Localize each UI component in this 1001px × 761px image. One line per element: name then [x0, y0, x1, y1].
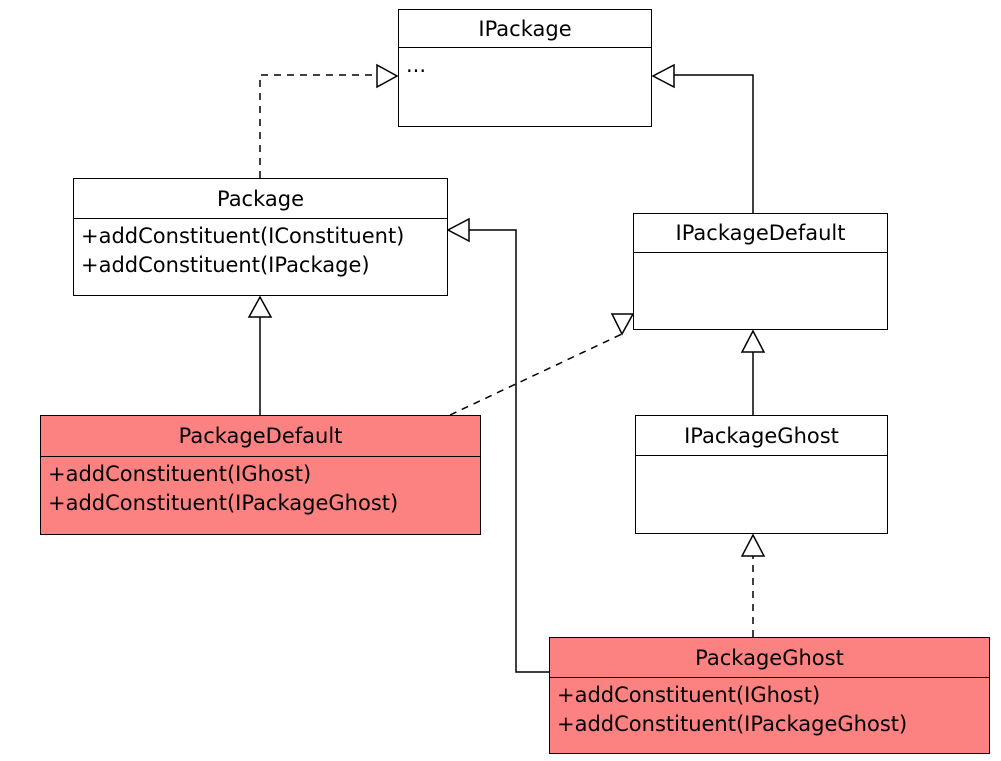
class-name: IPackageGhost — [636, 416, 887, 456]
class-name: IPackageDefault — [634, 214, 887, 253]
class-box-packagedefault: PackageDefault +addConstituent(IGhost) +… — [40, 415, 481, 535]
edge-realization-package-ipackage — [259, 63, 399, 178]
class-member: +addConstituent(IPackageGhost) — [48, 491, 399, 515]
class-box-ipackage: IPackage ... — [398, 9, 652, 127]
generalization-arrowhead — [446, 217, 470, 243]
class-box-ipackagedefault: IPackageDefault — [633, 213, 888, 330]
class-members — [636, 456, 887, 459]
edge-realization-packagedefault-ipackagedefault — [449, 313, 635, 416]
generalization-arrowhead — [247, 295, 273, 318]
class-members — [634, 253, 887, 256]
edge-generalization-packageghost-package — [446, 217, 549, 673]
generalization-arrowhead — [651, 63, 675, 89]
class-members: ... — [399, 48, 651, 80]
class-member: +addConstituent(IPackageGhost) — [557, 712, 908, 736]
edge-realization-packageghost-ipackageghost — [740, 533, 766, 637]
class-name: IPackage — [399, 10, 651, 48]
realization-arrowhead — [376, 63, 399, 89]
class-members: +addConstituent(IGhost) +addConstituent(… — [41, 457, 480, 518]
realization-arrowhead — [740, 533, 766, 557]
class-member: ... — [406, 53, 427, 77]
class-member: +addConstituent(IGhost) — [48, 462, 312, 486]
realization-arrowhead — [610, 313, 635, 336]
edge-generalization-ipackagedefault-ipackage — [651, 63, 754, 213]
generalization-arrowhead — [740, 329, 766, 353]
class-members: +addConstituent(IConstituent) +addConsti… — [74, 219, 447, 280]
edge-generalization-packagedefault-package — [247, 295, 273, 415]
class-box-ipackageghost: IPackageGhost — [635, 415, 888, 534]
class-member: +addConstituent(IConstituent) — [81, 224, 405, 248]
class-name: PackageDefault — [41, 416, 480, 457]
class-box-package: Package +addConstituent(IConstituent) +a… — [73, 178, 448, 296]
edge-generalization-ipackageghost-ipackagedefault — [740, 329, 766, 415]
class-name: PackageGhost — [550, 638, 989, 678]
class-name: Package — [74, 179, 447, 219]
class-member: +addConstituent(IPackage) — [81, 253, 370, 277]
class-member: +addConstituent(IGhost) — [557, 683, 821, 707]
class-box-packageghost: PackageGhost +addConstituent(IGhost) +ad… — [549, 637, 990, 754]
class-members: +addConstituent(IGhost) +addConstituent(… — [550, 678, 989, 739]
